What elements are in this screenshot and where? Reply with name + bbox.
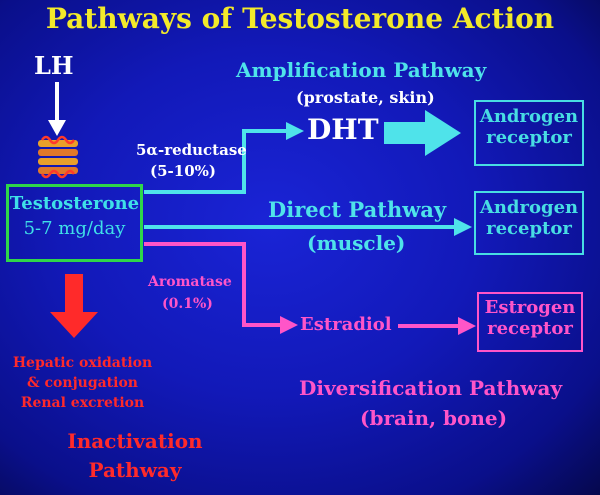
amplification-pathway-label: Amplification Pathway	[236, 58, 487, 82]
testosterone-label: Testosterone	[9, 193, 140, 214]
estradiol-label: Estradiol	[300, 314, 392, 335]
estrogen-receptor-line1: Estrogen	[484, 297, 576, 318]
estradiol-to-receptor-arrow	[398, 317, 476, 335]
conjugation-text: & conjugation	[27, 375, 138, 391]
reductase-label: 5α-reductase	[136, 141, 247, 159]
reductase-percent: (5-10%)	[150, 162, 216, 180]
testosterone-box: Testosterone 5-7 mg/day	[6, 184, 143, 262]
aromatase-connector	[144, 242, 298, 334]
androgen-receptor-1-line2: receptor	[486, 126, 572, 148]
aromatase-label: Aromatase	[148, 274, 232, 290]
inactivation-pathway-label-1: Inactivation	[67, 429, 203, 453]
estrogen-receptor-line2: receptor	[487, 317, 573, 339]
inactivation-down-arrow	[50, 274, 98, 338]
amplification-connector	[144, 122, 304, 194]
inactivation-pathway-label-2: Pathway	[88, 458, 182, 482]
membrane-receptor-icon	[38, 135, 78, 179]
dht-label: DHT	[307, 113, 379, 146]
hepatic-oxidation-text: Hepatic oxidation	[12, 355, 153, 371]
androgen-receptor-2-line2: receptor	[486, 217, 572, 239]
androgen-receptor-2-line1: Androgen	[479, 197, 579, 218]
amplification-tissues: (prostate, skin)	[296, 88, 435, 107]
dht-to-receptor-arrow	[384, 110, 461, 156]
direct-pathway-label: Direct Pathway	[268, 197, 447, 222]
androgen-receptor-1-line1: Androgen	[479, 106, 579, 127]
lh-down-arrow	[48, 82, 66, 136]
lh-label: LH	[34, 51, 74, 80]
estrogen-receptor-box: Estrogen receptor	[477, 292, 583, 352]
androgen-receptor-box-2: Androgen receptor	[474, 191, 584, 255]
androgen-receptor-box-1: Androgen receptor	[474, 100, 584, 166]
page-title: Pathways of Testosterone Action	[45, 2, 555, 35]
testosterone-dose: 5-7 mg/day	[23, 217, 126, 239]
diversification-pathway-label: Diversification Pathway	[299, 376, 563, 400]
diversification-tissues: (brain, bone)	[360, 406, 508, 430]
renal-excretion-text: Renal excretion	[20, 395, 145, 411]
aromatase-percent: (0.1%)	[162, 296, 213, 312]
direct-tissues: (muscle)	[307, 231, 406, 255]
direct-connector	[144, 218, 472, 236]
